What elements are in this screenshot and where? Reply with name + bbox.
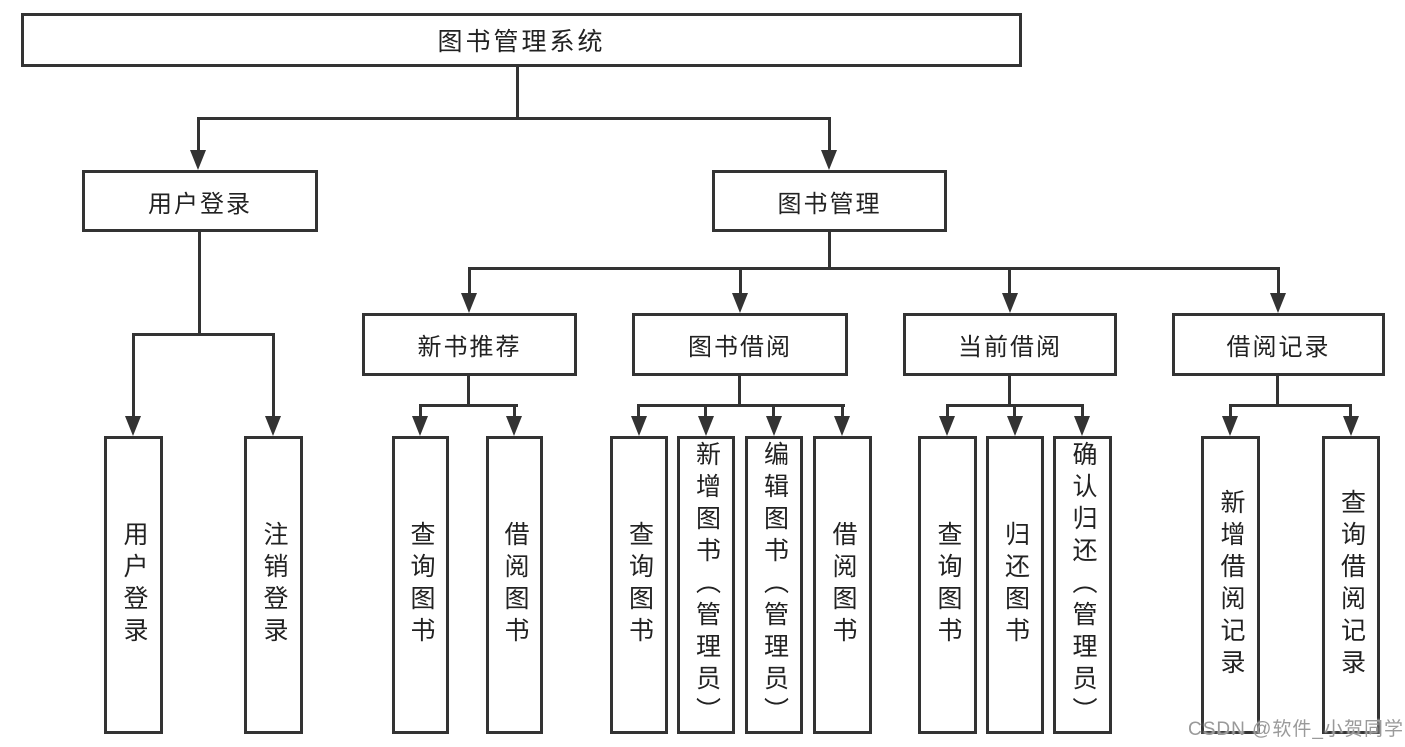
arrowhead-down-icon	[1270, 293, 1286, 313]
node-label: 查询借阅记录	[1337, 489, 1366, 681]
arrowhead-down-icon	[1002, 293, 1018, 313]
arrowhead-down-icon	[821, 150, 837, 170]
node-label: 新增借阅记录	[1217, 489, 1245, 681]
leaf-borrow-books-recommend: 借阅图书	[486, 436, 543, 734]
node-label: 图书管理系统	[437, 28, 606, 56]
leaf-logout: 注销登录	[244, 436, 303, 734]
connector-line	[419, 404, 422, 418]
arrowhead-down-icon	[125, 416, 141, 436]
connector-line	[419, 404, 518, 407]
connector-line	[1008, 376, 1011, 407]
connector-line	[1013, 404, 1016, 418]
node-label: 新书推荐	[417, 334, 522, 361]
node-new-book-recommend: 新书推荐	[362, 313, 577, 376]
connector-line	[467, 376, 470, 407]
node-label: 用户登录	[148, 190, 252, 218]
node-label: 借阅图书	[501, 521, 529, 649]
connector-line	[772, 404, 775, 418]
leaf-query-books-current: 查询图书	[918, 436, 977, 734]
connector-line	[132, 333, 275, 336]
arrowhead-down-icon	[461, 293, 477, 313]
node-book-borrowing: 图书借阅	[632, 313, 848, 376]
connector-line	[1008, 267, 1011, 295]
arrowhead-down-icon	[698, 416, 714, 436]
arrowhead-down-icon	[1343, 416, 1359, 436]
leaf-confirm-return-admin: 确认归还（管理员）	[1053, 436, 1112, 734]
arrowhead-down-icon	[834, 416, 850, 436]
connector-line	[1229, 404, 1352, 407]
connector-line	[198, 232, 201, 336]
arrowhead-down-icon	[265, 416, 281, 436]
connector-line	[1277, 267, 1280, 295]
arrowhead-down-icon	[1007, 416, 1023, 436]
csdn-watermark: CSDN @软件_小贺同学	[1188, 719, 1404, 740]
connector-line	[738, 376, 741, 407]
connector-line	[197, 117, 831, 120]
leaf-add-book-admin: 新增图书（管理员）	[677, 436, 735, 734]
node-label: 借阅图书	[829, 521, 857, 649]
connector-line	[828, 117, 831, 153]
node-label: 注销登录	[260, 521, 288, 649]
node-label: 确认归还（管理员）	[1069, 441, 1097, 729]
connector-line	[1276, 376, 1279, 407]
arrowhead-down-icon	[412, 416, 428, 436]
arrowhead-down-icon	[506, 416, 522, 436]
node-library-management-system: 图书管理系统	[21, 13, 1022, 67]
connector-line	[946, 404, 949, 418]
connector-line	[637, 404, 640, 418]
leaf-query-books-recommend: 查询图书	[392, 436, 449, 734]
arrowhead-down-icon	[190, 150, 206, 170]
node-borrowing-records: 借阅记录	[1172, 313, 1385, 376]
connector-line	[828, 232, 831, 270]
arrowhead-down-icon	[732, 293, 748, 313]
node-label: 归还图书	[1001, 521, 1030, 649]
node-label: 查询图书	[934, 521, 962, 649]
node-label: 用户登录	[120, 521, 148, 649]
connector-line	[1229, 404, 1232, 418]
node-user-login: 用户登录	[82, 170, 318, 232]
node-label: 查询图书	[625, 521, 654, 649]
leaf-add-borrow-record: 新增借阅记录	[1201, 436, 1260, 734]
connector-line	[468, 267, 471, 295]
node-label: 新增图书（管理员）	[692, 441, 721, 729]
node-label: 查询图书	[407, 521, 435, 649]
leaf-borrow-books: 借阅图书	[813, 436, 872, 734]
connector-line	[132, 333, 135, 418]
connector-line	[516, 67, 519, 119]
connector-line	[637, 404, 845, 407]
node-current-borrowing: 当前借阅	[903, 313, 1117, 376]
node-label: 图书借阅	[688, 334, 792, 361]
arrowhead-down-icon	[1074, 416, 1090, 436]
leaf-edit-book-admin: 编辑图书（管理员）	[745, 436, 803, 734]
node-label: 当前借阅	[958, 334, 1062, 361]
arrowhead-down-icon	[939, 416, 955, 436]
arrowhead-down-icon	[1222, 416, 1238, 436]
leaf-user-login: 用户登录	[104, 436, 163, 734]
arrowhead-down-icon	[766, 416, 782, 436]
connector-line	[468, 267, 1280, 270]
node-label: 借阅记录	[1226, 334, 1331, 361]
connector-line	[272, 333, 275, 418]
connector-line	[1349, 404, 1352, 418]
connector-line	[841, 404, 844, 418]
arrowhead-down-icon	[631, 416, 647, 436]
leaf-query-borrow-record: 查询借阅记录	[1322, 436, 1380, 734]
connector-line	[704, 404, 707, 418]
node-label: 图书管理	[777, 190, 882, 218]
leaf-return-book: 归还图书	[986, 436, 1044, 734]
connector-line	[197, 117, 200, 153]
node-book-management: 图书管理	[712, 170, 947, 232]
connector-line	[1081, 404, 1084, 418]
leaf-query-books-borrowing: 查询图书	[610, 436, 668, 734]
connector-line	[739, 267, 742, 295]
connector-line	[513, 404, 516, 418]
node-label: 编辑图书（管理员）	[760, 441, 789, 729]
